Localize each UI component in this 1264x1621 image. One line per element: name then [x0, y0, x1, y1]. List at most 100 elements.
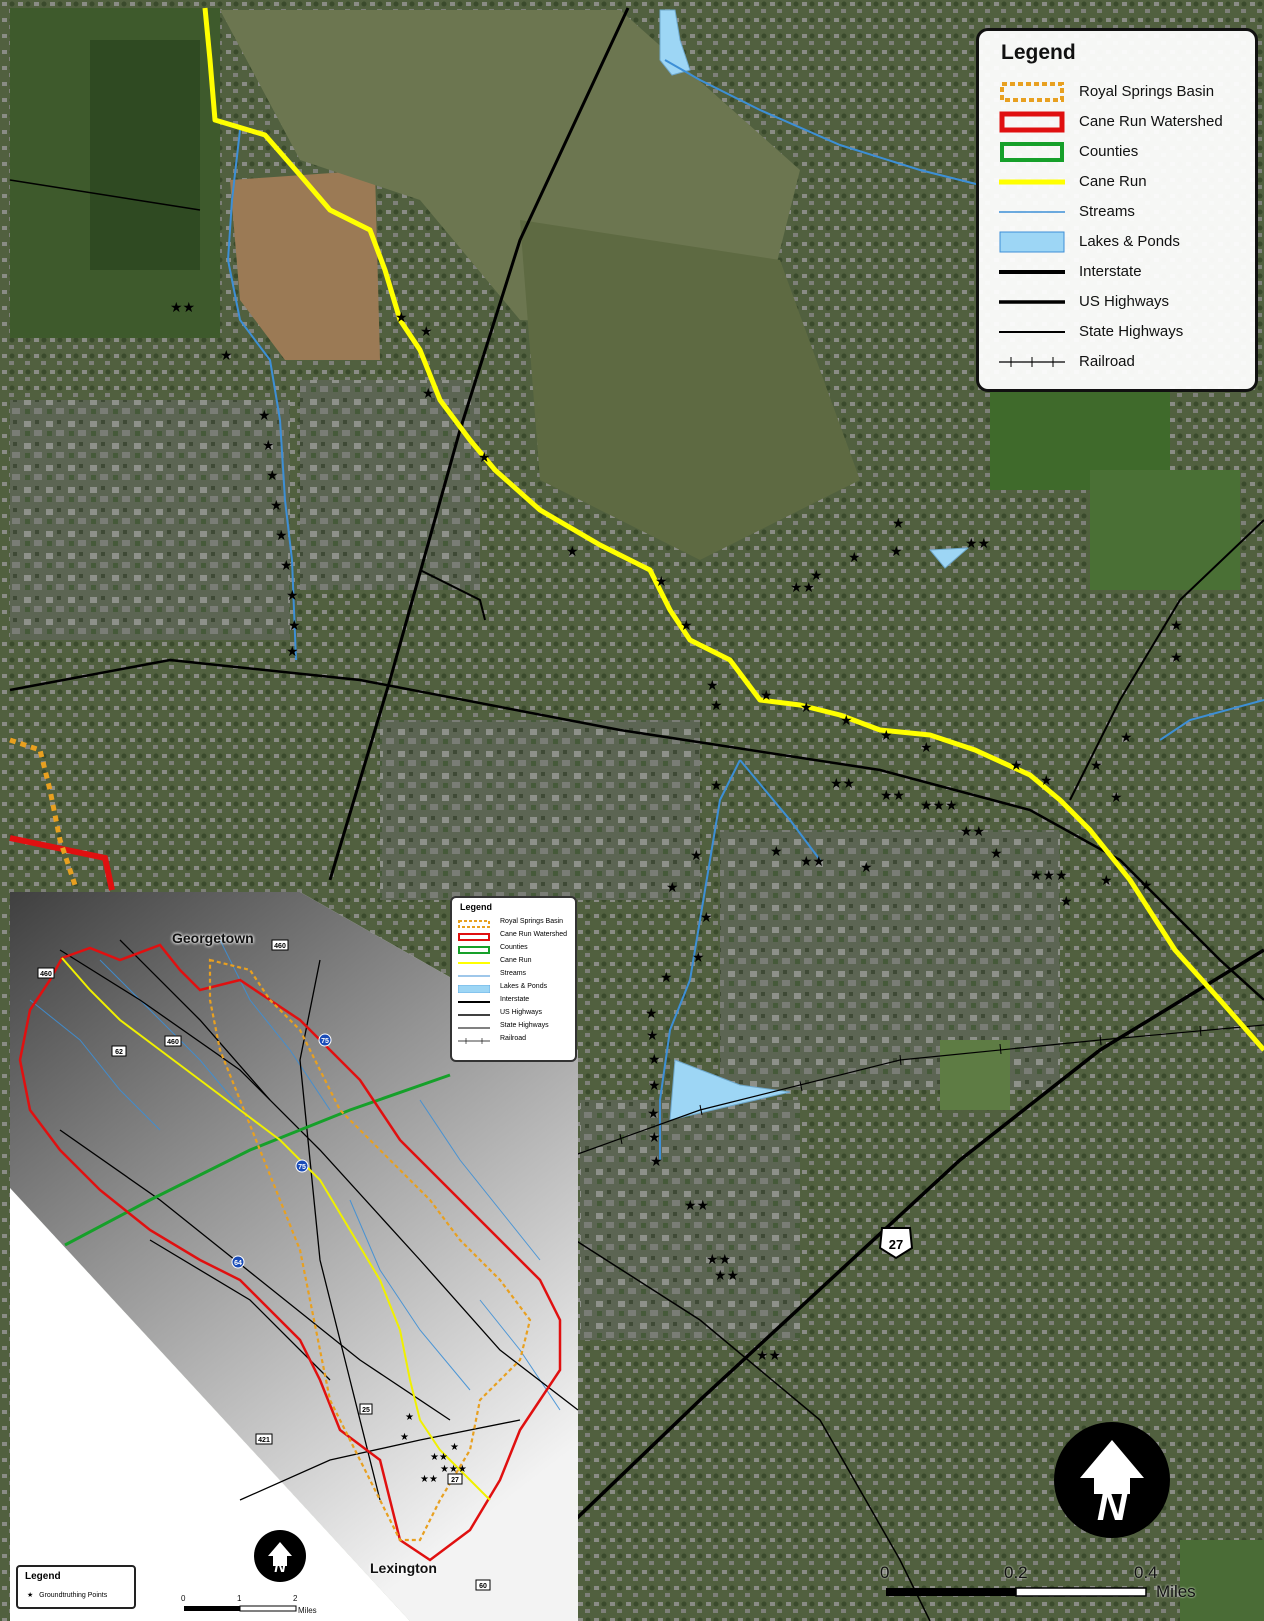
legend-item-interstate: Interstate — [999, 259, 1254, 287]
svg-text:★: ★ — [1010, 758, 1023, 774]
svg-text:★: ★ — [422, 386, 435, 402]
svg-text:★★: ★★ — [960, 824, 985, 840]
streams-swatch — [999, 211, 1065, 213]
inset-legend-item: Streams — [458, 970, 527, 977]
svg-text:★★: ★★ — [965, 536, 990, 552]
svg-text:★: ★ — [760, 688, 773, 704]
groundtruthing-points: ★★★★★ ★★★★ ★★★★ ★★★★ ★★★★ ★★★★ ★★★★ ★★★★… — [170, 300, 1183, 1364]
cane-run-watershed-swatch — [999, 111, 1065, 133]
scale-label: 0 — [880, 1563, 890, 1582]
svg-text:N: N — [274, 1559, 286, 1576]
svg-text:★: ★ — [680, 618, 693, 634]
svg-text:★★: ★★ — [756, 1348, 781, 1364]
svg-text:★: ★ — [288, 618, 301, 634]
svg-text:★: ★ — [646, 1028, 659, 1044]
map-legend: Legend Royal Springs Basin Cane Run Wate… — [976, 28, 1258, 392]
svg-text:★: ★ — [266, 468, 279, 484]
cane-run-line — [202, 7, 1264, 1052]
svg-text:460: 460 — [274, 943, 286, 950]
state-highways-swatch — [999, 331, 1065, 333]
svg-text:★★: ★★ — [790, 580, 815, 596]
inset-legend-item: Royal Springs Basin — [458, 918, 576, 930]
svg-text:★★★: ★★★ — [1030, 868, 1068, 884]
svg-text:★: ★ — [1170, 618, 1183, 634]
svg-text:★: ★ — [800, 700, 813, 716]
inset-route-shield: 460 — [271, 939, 289, 951]
svg-text:★: ★ — [420, 324, 433, 340]
scale-bar — [886, 1587, 1147, 1597]
svg-text:75: 75 — [321, 1038, 329, 1045]
svg-text:★: ★ — [770, 844, 783, 860]
svg-text:★: ★ — [810, 568, 823, 584]
svg-text:★: ★ — [275, 528, 288, 544]
inset-route-shield: 421 — [255, 1433, 273, 1445]
inset-route-shield: 460 — [37, 967, 55, 979]
svg-text:62: 62 — [115, 1049, 123, 1056]
scale-label: 0.4 — [1134, 1563, 1158, 1582]
svg-text:★: ★ — [700, 910, 713, 926]
svg-text:★: ★ — [1040, 773, 1053, 789]
inset-route-shield: 27 — [447, 1473, 463, 1485]
inset-route-shield: 75 — [318, 1033, 332, 1047]
inset-route-shield: 60 — [475, 1579, 491, 1591]
svg-text:★: ★ — [666, 880, 679, 896]
lakes-ponds-swatch — [999, 231, 1065, 253]
inset-map: ★★★★★★★★ ★★ 460 460 62 460 75 75 64 25 4… — [10, 892, 579, 1621]
svg-text:N: N — [1097, 1482, 1129, 1529]
inset-cane-run-watershed — [18, 943, 562, 1562]
svg-text:★: ★ — [400, 1432, 409, 1443]
inset-legend-item: Railroad — [458, 1035, 527, 1044]
star-icon: ★ — [27, 1592, 34, 1599]
svg-text:460: 460 — [40, 971, 52, 978]
svg-text:★★: ★★ — [830, 776, 855, 792]
inset-route-shield: 460 — [164, 1035, 182, 1047]
inset-legend-item: Counties — [458, 944, 576, 956]
railroad-swatch — [999, 357, 1065, 367]
svg-text:★: ★ — [1120, 730, 1133, 746]
inset-route-shield: 64 — [231, 1255, 245, 1269]
svg-text:★: ★ — [710, 778, 723, 794]
svg-text:★★: ★★ — [684, 1198, 709, 1214]
svg-text:★: ★ — [258, 408, 271, 424]
legend-item-us-highways: US Highways — [999, 289, 1254, 317]
inset-legend-item: US Highways — [458, 1009, 543, 1016]
svg-text:75: 75 — [298, 1164, 306, 1171]
svg-text:★: ★ — [1090, 758, 1103, 774]
inset-scale-label: 2 — [293, 1594, 298, 1603]
royal-springs-basin-swatch — [1000, 82, 1064, 102]
legend-item-royal-springs-basin: Royal Springs Basin — [999, 79, 1254, 107]
city-label-lexington: Lexington — [370, 1560, 437, 1576]
svg-text:★: ★ — [405, 1412, 414, 1423]
legend-item-state-highways: State Highways — [999, 319, 1254, 347]
legend-item-counties: Counties — [999, 139, 1254, 167]
groundtruthing-legend: Legend ★ Groundtruthing Points — [16, 1565, 136, 1609]
svg-text:★: ★ — [395, 310, 408, 326]
svg-text:60: 60 — [479, 1583, 487, 1590]
svg-text:★: ★ — [280, 558, 293, 574]
inset-map-legend: Legend Royal Springs Basin Cane Run Wate… — [450, 896, 577, 1062]
scale-label: 0.2 — [1004, 1563, 1028, 1582]
svg-text:★: ★ — [848, 550, 861, 566]
legend-item-cane-run-watershed: Cane Run Watershed — [999, 109, 1254, 137]
svg-text:25: 25 — [362, 1407, 370, 1414]
counties-swatch — [1000, 142, 1064, 162]
svg-text:★: ★ — [920, 740, 933, 756]
svg-text:★: ★ — [648, 1130, 661, 1146]
inset-legend-item: Cane Run Watershed — [458, 931, 576, 943]
svg-text:★★: ★★ — [420, 1474, 438, 1485]
svg-text:★: ★ — [478, 450, 491, 466]
svg-text:27: 27 — [889, 1237, 903, 1252]
svg-text:★: ★ — [566, 544, 579, 560]
inset-scale-bar — [184, 1605, 297, 1612]
inset-scale-unit: Miles — [298, 1606, 317, 1615]
svg-text:★: ★ — [647, 1106, 660, 1122]
svg-text:★: ★ — [648, 1052, 661, 1068]
route-27-shield: 27 — [878, 1227, 914, 1260]
inset-route-shield: 62 — [111, 1045, 127, 1057]
railroad-ticks — [619, 1025, 1202, 1145]
svg-text:★★: ★★ — [714, 1268, 739, 1284]
inset-legend-title: Legend — [460, 902, 493, 912]
svg-text:★: ★ — [286, 588, 299, 604]
svg-text:★: ★ — [660, 970, 673, 986]
legend-item-cane-run: Cane Run — [999, 169, 1254, 197]
